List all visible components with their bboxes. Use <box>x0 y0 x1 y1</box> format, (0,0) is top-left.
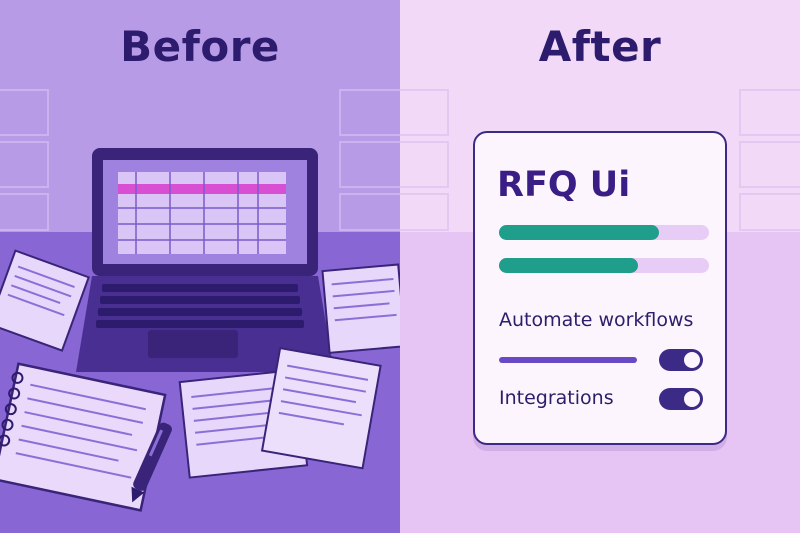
progress-bar-1 <box>499 225 709 240</box>
before-heading: Before <box>120 22 280 71</box>
automate-workflows-label: Automate workflows <box>499 309 694 331</box>
progress-fill-2 <box>499 258 638 273</box>
automate-workflows-line <box>499 357 637 363</box>
toggle-knob <box>684 352 700 368</box>
progress-bar-2 <box>499 258 709 273</box>
paper-left <box>0 249 90 352</box>
after-panel: After RFQ Ui Automate workflows Integrat… <box>400 0 800 533</box>
paper-bottom-right <box>260 346 382 470</box>
wall-window-grid <box>0 89 400 231</box>
automate-workflows-toggle[interactable] <box>659 349 703 371</box>
integrations-label: Integrations <box>499 387 614 409</box>
wall-window-grid-after <box>400 89 800 231</box>
cluttered-desk-scene <box>0 89 400 533</box>
app-title: RFQ Ui <box>497 165 631 205</box>
pen-icon <box>131 422 172 503</box>
after-heading: After <box>538 22 662 71</box>
laptop <box>76 148 334 372</box>
before-panel: Before <box>0 0 400 533</box>
paper-right <box>321 263 400 354</box>
integrations-toggle[interactable] <box>659 388 703 410</box>
toggle-knob <box>684 391 700 407</box>
progress-fill-1 <box>499 225 659 240</box>
rfq-app-card: RFQ Ui Automate workflows Integrations <box>473 131 727 445</box>
notebook <box>0 362 167 512</box>
